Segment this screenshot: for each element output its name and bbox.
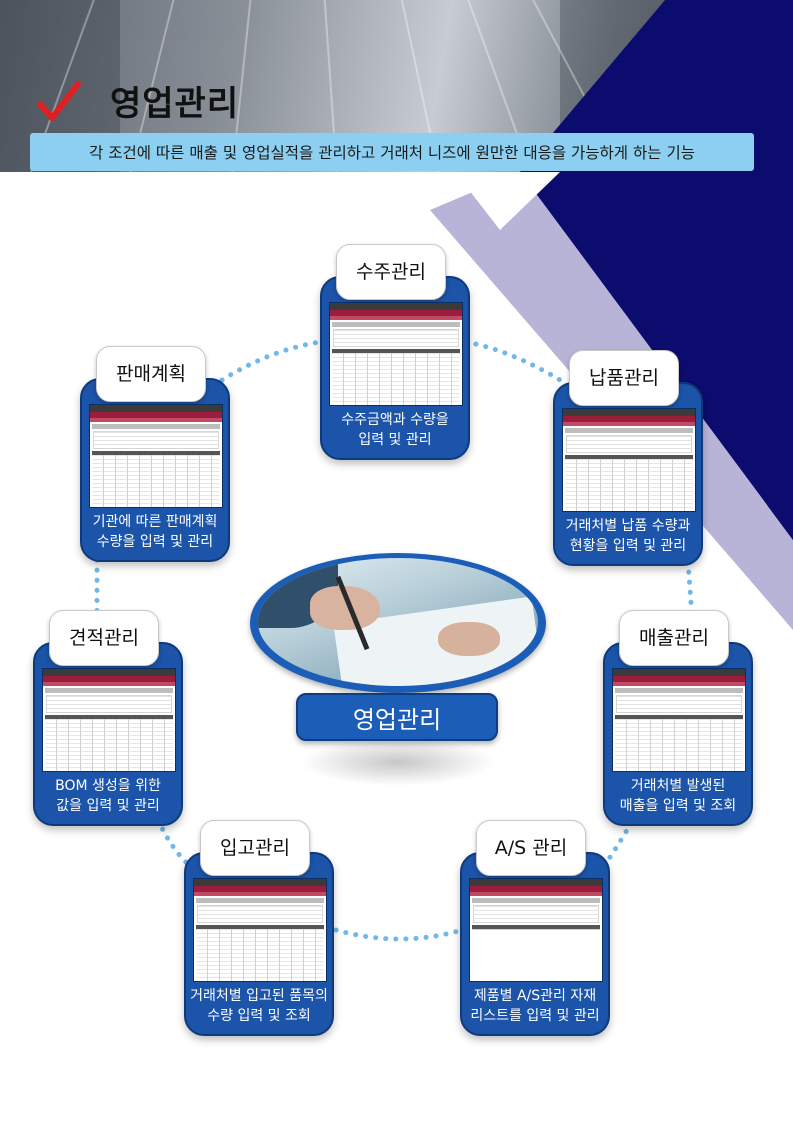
module-title: 입고관리	[200, 820, 310, 876]
center-photo	[258, 558, 538, 686]
module-title: 납품관리	[569, 350, 679, 406]
screenshot-thumbnail	[89, 404, 223, 508]
page-title: 영업관리	[110, 84, 240, 124]
module-title: 매출관리	[619, 610, 729, 666]
check-icon	[37, 81, 81, 121]
center-shadow	[300, 738, 496, 786]
screenshot-thumbnail	[562, 408, 696, 512]
screenshot-thumbnail	[469, 878, 603, 982]
center-label: 영업관리	[296, 693, 498, 741]
screenshot-thumbnail	[329, 302, 463, 406]
screenshot-thumbnail	[193, 878, 327, 982]
screenshot-thumbnail	[42, 668, 176, 772]
subtitle-text: 각 조건에 따른 매출 및 영업실적을 관리하고 거래처 니즈에 원만한 대응을…	[89, 144, 695, 162]
module-title: A/S 관리	[476, 820, 586, 876]
module-title: 견적관리	[49, 610, 159, 666]
screenshot-thumbnail	[612, 668, 746, 772]
subtitle-bar: 각 조건에 따른 매출 및 영업실적을 관리하고 거래처 니즈에 원만한 대응을…	[30, 133, 754, 171]
module-title: 판매계획	[96, 346, 206, 402]
module-title: 수주관리	[336, 244, 446, 300]
